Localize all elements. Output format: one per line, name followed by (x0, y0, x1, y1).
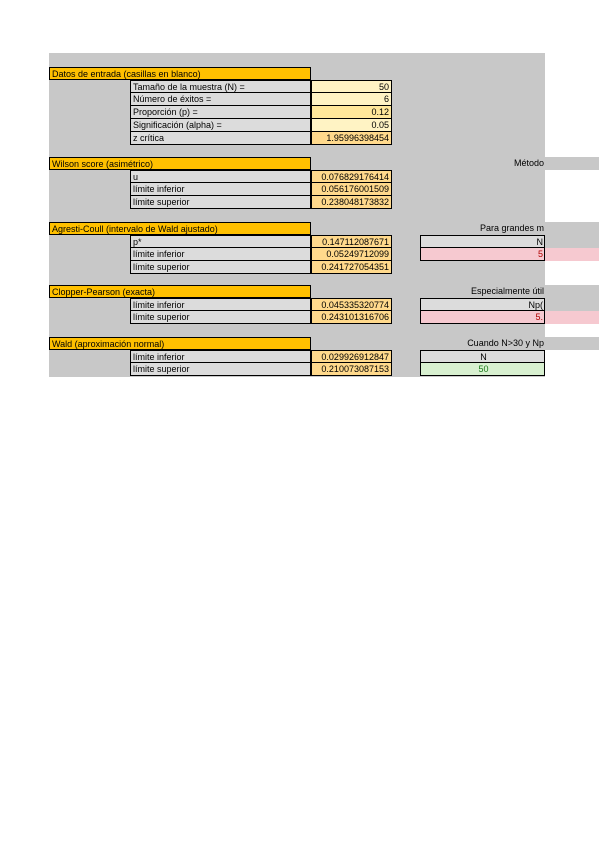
input-label-z: z crítica (130, 132, 311, 145)
input-section-header: Datos de entrada (casillas en blanco) (49, 67, 311, 80)
wilson-note: Método (513, 158, 544, 168)
agresti-label-lower: límite inferior (130, 248, 311, 261)
right-strip (545, 298, 599, 311)
agresti-lower: 0.05249712099 (311, 248, 392, 261)
input-label-sample-size: Tamaño de la muestra (N) = (130, 80, 311, 93)
agresti-label-upper: límite superior (130, 261, 311, 274)
input-label-successes: Número de éxitos = (130, 93, 311, 106)
clopper-upper: 0.243101316706 (311, 311, 392, 324)
clopper-lower: 0.045335320774 (311, 298, 392, 311)
wald-upper: 0.210073087153 (311, 363, 392, 376)
wald-label-lower: límite inferior (130, 350, 311, 363)
agresti-condition-value: 5 (420, 248, 545, 261)
input-label-proportion: Proporción (p) = (130, 106, 311, 119)
agresti-label-p: p* (130, 235, 311, 248)
right-strip (545, 222, 599, 235)
clopper-condition-value: 5. (420, 311, 545, 324)
wald-lower: 0.029926912847 (311, 350, 392, 363)
wilson-label-u: u (130, 170, 311, 183)
wilson-label-lower: límite inferior (130, 183, 311, 196)
right-strip (545, 285, 599, 298)
agresti-p: 0.147112087671 (311, 235, 392, 248)
clopper-label-upper: límite superior (130, 311, 311, 324)
right-strip (545, 337, 599, 350)
wald-label-upper: límite superior (130, 363, 311, 376)
right-strip-warning (545, 311, 599, 324)
input-alpha[interactable]: 0.05 (311, 119, 392, 132)
wilson-upper: 0.238048173832 (311, 196, 392, 209)
input-z-critical: 1.95996398454 (311, 132, 392, 145)
right-strip (545, 235, 599, 248)
clopper-note: Especialmente útil (470, 286, 544, 296)
agresti-note: Para grandes m (479, 223, 544, 233)
clopper-section-header: Clopper-Pearson (exacta) (49, 285, 311, 298)
input-label-alpha: Significación (alpha) = (130, 119, 311, 132)
clopper-label-lower: límite inferior (130, 298, 311, 311)
wilson-u: 0.076829176414 (311, 170, 392, 183)
input-successes[interactable]: 6 (311, 93, 392, 106)
input-proportion: 0.12 (311, 106, 392, 119)
wilson-label-upper: límite superior (130, 196, 311, 209)
wilson-section-header: Wilson score (asimétrico) (49, 157, 311, 170)
wald-condition-value: 50 (420, 363, 545, 376)
right-strip (545, 157, 599, 170)
right-strip-warning (545, 248, 599, 261)
agresti-upper: 0.241727054351 (311, 261, 392, 274)
agresti-condition-box: N (420, 235, 545, 248)
wald-note: Cuando N>30 y Np (467, 338, 544, 348)
input-sample-size[interactable]: 50 (311, 80, 392, 93)
wald-section-header: Wald (aproximación normal) (49, 337, 311, 350)
agresti-section-header: Agresti-Coull (intervalo de Wald ajustad… (49, 222, 311, 235)
wilson-lower: 0.056176001509 (311, 183, 392, 196)
clopper-condition-box: Np( (420, 298, 545, 311)
wald-condition-box: N (420, 350, 545, 363)
